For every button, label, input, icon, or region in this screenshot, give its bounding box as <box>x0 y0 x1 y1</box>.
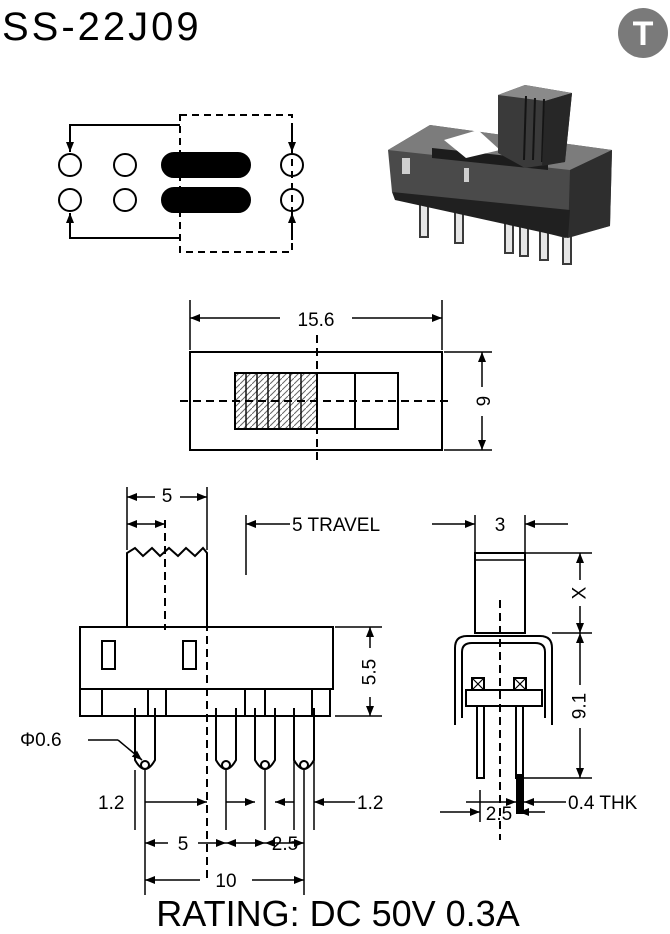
part-number-title: SS-22J09 <box>2 5 202 49</box>
top-view <box>180 300 492 460</box>
front-view-window <box>101 640 116 670</box>
contact-circle <box>58 188 82 212</box>
left-offset-label: 1.2 <box>98 793 124 814</box>
travel-label: 5 TRAVEL <box>292 515 380 536</box>
switch-photo-illustration <box>388 85 612 265</box>
pin-diameter-label: Φ0.6 <box>20 730 62 751</box>
side-view-contact <box>513 677 527 691</box>
slider-contact-bar <box>161 187 251 213</box>
rating-text: RATING: DC 50V 0.3A <box>156 893 519 934</box>
top-height-label: 6 <box>472 396 493 407</box>
circuit-diagram <box>58 114 304 253</box>
pitch-2-5-label: 2.5 <box>272 834 298 855</box>
top-width-label: 15.6 <box>298 310 335 331</box>
front-view-dimensions <box>88 487 382 895</box>
contact-circle <box>58 153 82 177</box>
knob-width-label: 5 <box>162 486 173 507</box>
contact-circle <box>113 188 137 212</box>
front-view-pins <box>134 708 315 770</box>
body-height-label: 5.5 <box>360 659 381 685</box>
side-view-frame-outer <box>454 635 553 725</box>
right-offset-label: 1.2 <box>357 793 383 814</box>
slider-position-box <box>179 114 293 253</box>
side-view-contact <box>471 677 485 691</box>
side-view-pin <box>476 705 485 779</box>
side-width-label: 3 <box>495 515 506 536</box>
front-view <box>79 520 334 880</box>
total-10-label: 10 <box>215 871 236 892</box>
side-view-pin-tip <box>516 774 524 814</box>
side-height-label: 9.1 <box>570 693 591 719</box>
pitch-5-label: 5 <box>178 834 189 855</box>
badge-letter: T <box>633 15 654 53</box>
side-view-dimensions <box>432 515 592 822</box>
front-view-window <box>182 640 197 670</box>
front-view-knob <box>126 546 208 627</box>
slider-contact-bar <box>161 152 251 178</box>
front-view-feet <box>79 689 331 717</box>
side-view-frame-inner <box>461 642 546 718</box>
side-pitch-label: 2.5 <box>486 804 512 825</box>
thickness-label: 0.4 THK <box>568 793 638 814</box>
contact-circle <box>113 153 137 177</box>
side-view-pin <box>515 705 524 779</box>
side-view <box>454 552 553 840</box>
side-x-label: X <box>570 586 591 599</box>
side-view-base <box>465 689 543 707</box>
t-logo-icon: T <box>618 8 668 58</box>
